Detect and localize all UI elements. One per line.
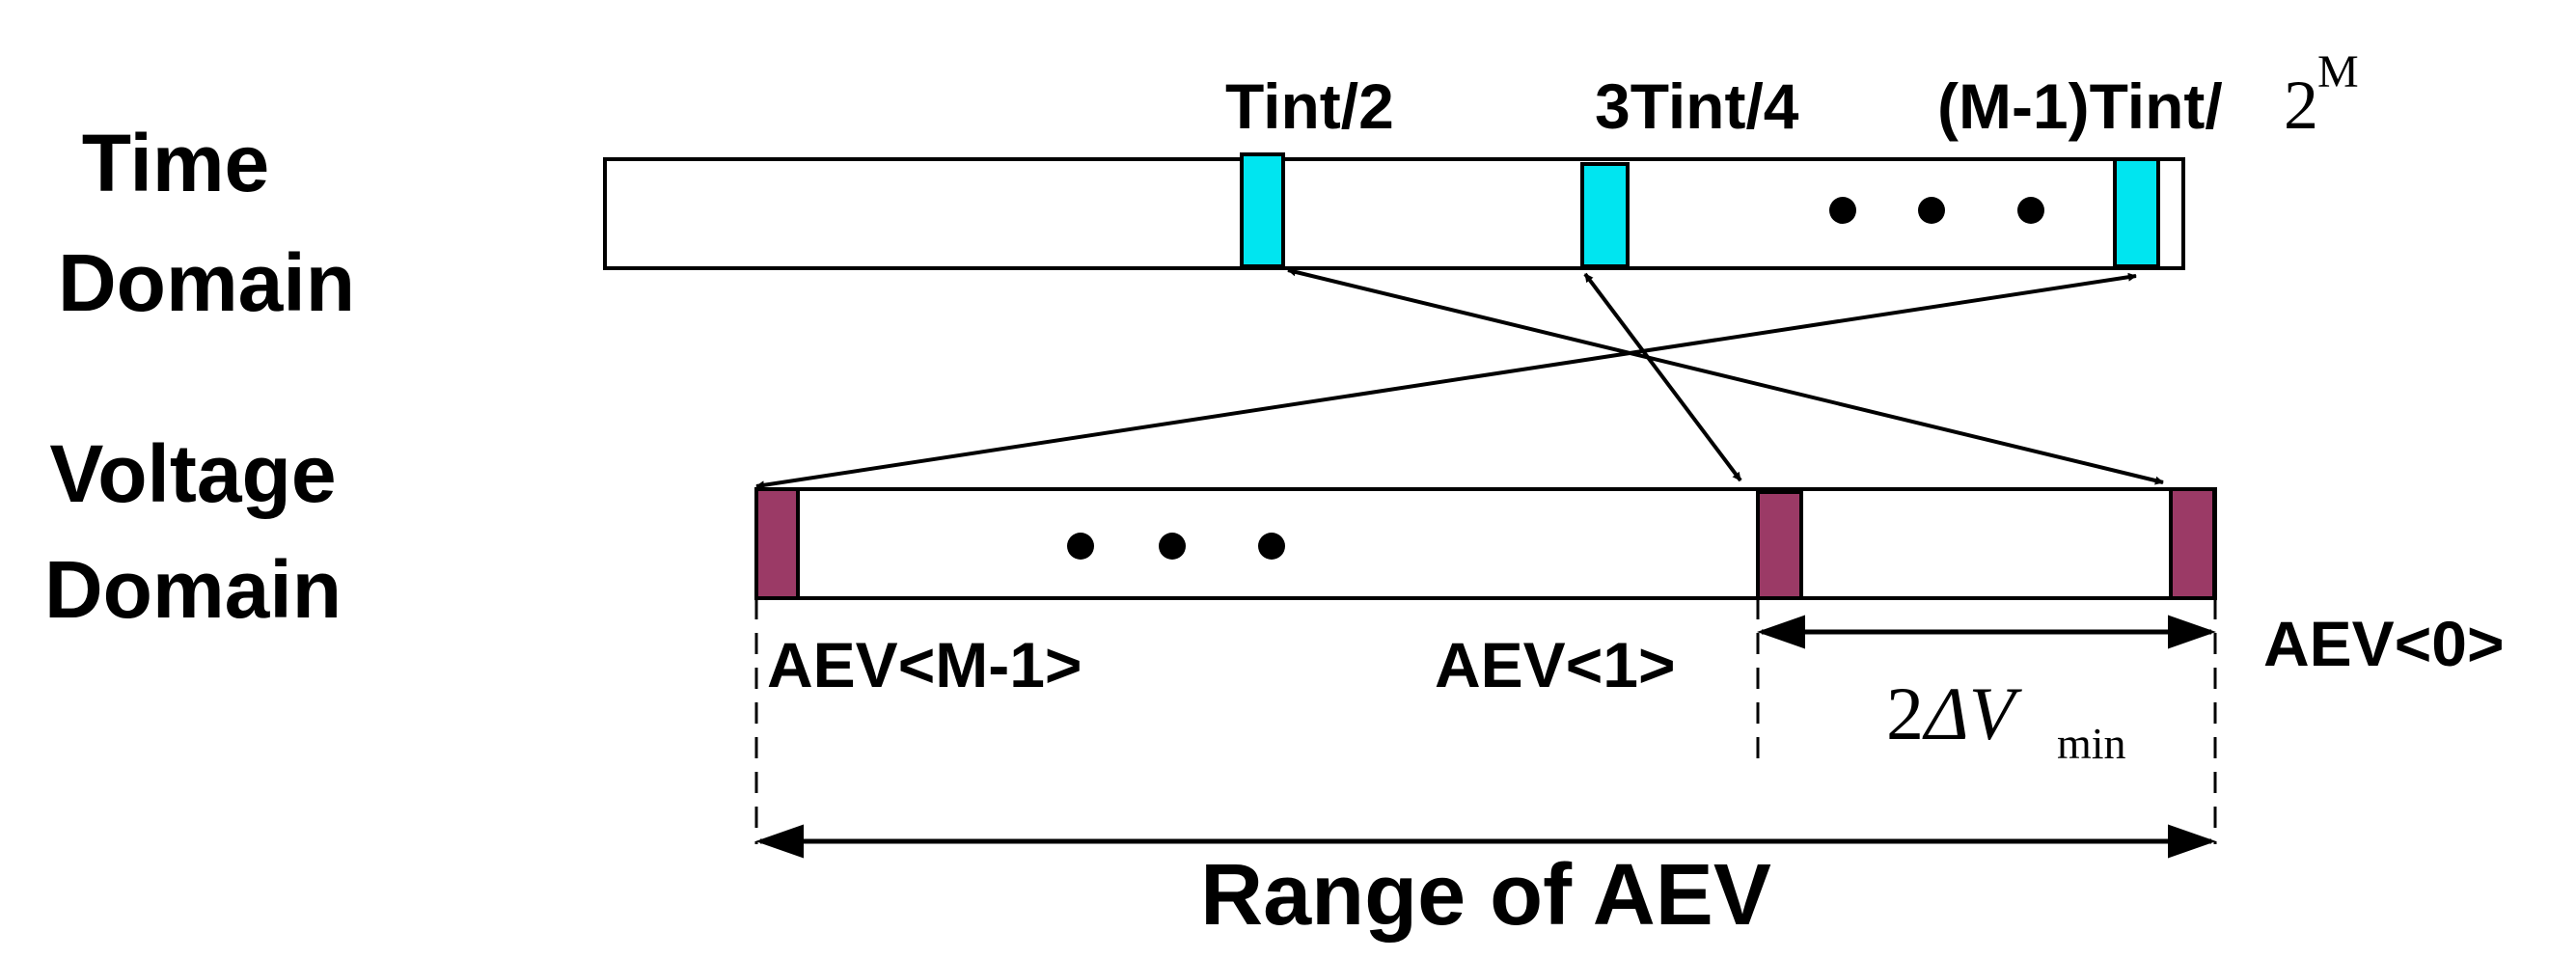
aev-m1-label: AEV<M-1> xyxy=(767,629,1082,700)
tint-last-label-base: 2 xyxy=(2284,67,2318,144)
time-ellipsis-dot-1 xyxy=(1829,197,1856,224)
aev-1-label: AEV<1> xyxy=(1435,629,1676,700)
voltage-ellipsis-dot-3 xyxy=(1258,533,1285,560)
voltage-ellipsis-dot-1 xyxy=(1067,533,1094,560)
time-marker-tint-three-quarter xyxy=(1580,162,1630,268)
voltage-ellipsis-dot-2 xyxy=(1159,533,1186,560)
voltage-marker-aev-1 xyxy=(1756,490,1803,600)
tint-three-quarter-label: 3Tint/4 xyxy=(1595,70,1799,142)
tint-half-label: Tint/2 xyxy=(1225,70,1394,142)
time-ellipsis-dot-3 xyxy=(2017,197,2044,224)
time-domain-label-line2: Domain xyxy=(58,237,355,328)
tint-last-label-prefix: (M-1)Tint/ xyxy=(1937,70,2223,142)
delta-vmin-coefficient: 2 xyxy=(1886,671,1924,755)
time-domain-label-line1: Time xyxy=(82,118,270,208)
mapping-arrow-tint-half-to-aev0 xyxy=(1287,267,2164,485)
delta-vmin-subscript: min xyxy=(2057,719,2126,768)
time-marker-tint-last xyxy=(2113,157,2160,268)
mapping-arrow-three-quarter-to-aev1 xyxy=(1583,272,1742,482)
aev-0-label: AEV<0> xyxy=(2263,608,2505,679)
time-marker-tint-half xyxy=(1240,152,1285,268)
voltage-domain-label-line2: Domain xyxy=(44,544,342,635)
aev-range-label: Range of AEV xyxy=(1200,847,1771,944)
voltage-domain-label-line1: Voltage xyxy=(49,428,336,519)
tint-last-label-exponent: M xyxy=(2317,46,2359,97)
voltage-marker-aev-m1 xyxy=(754,487,800,600)
delta-vmin-symbol: ΔV xyxy=(1922,671,2023,755)
voltage-marker-aev-0 xyxy=(2169,487,2216,600)
mapping-arrow-tint-last-to-aev-m1 xyxy=(755,272,2137,490)
time-ellipsis-dot-2 xyxy=(1918,197,1945,224)
time-domain-bar xyxy=(603,157,2185,270)
voltage-domain-bar xyxy=(754,487,2217,600)
